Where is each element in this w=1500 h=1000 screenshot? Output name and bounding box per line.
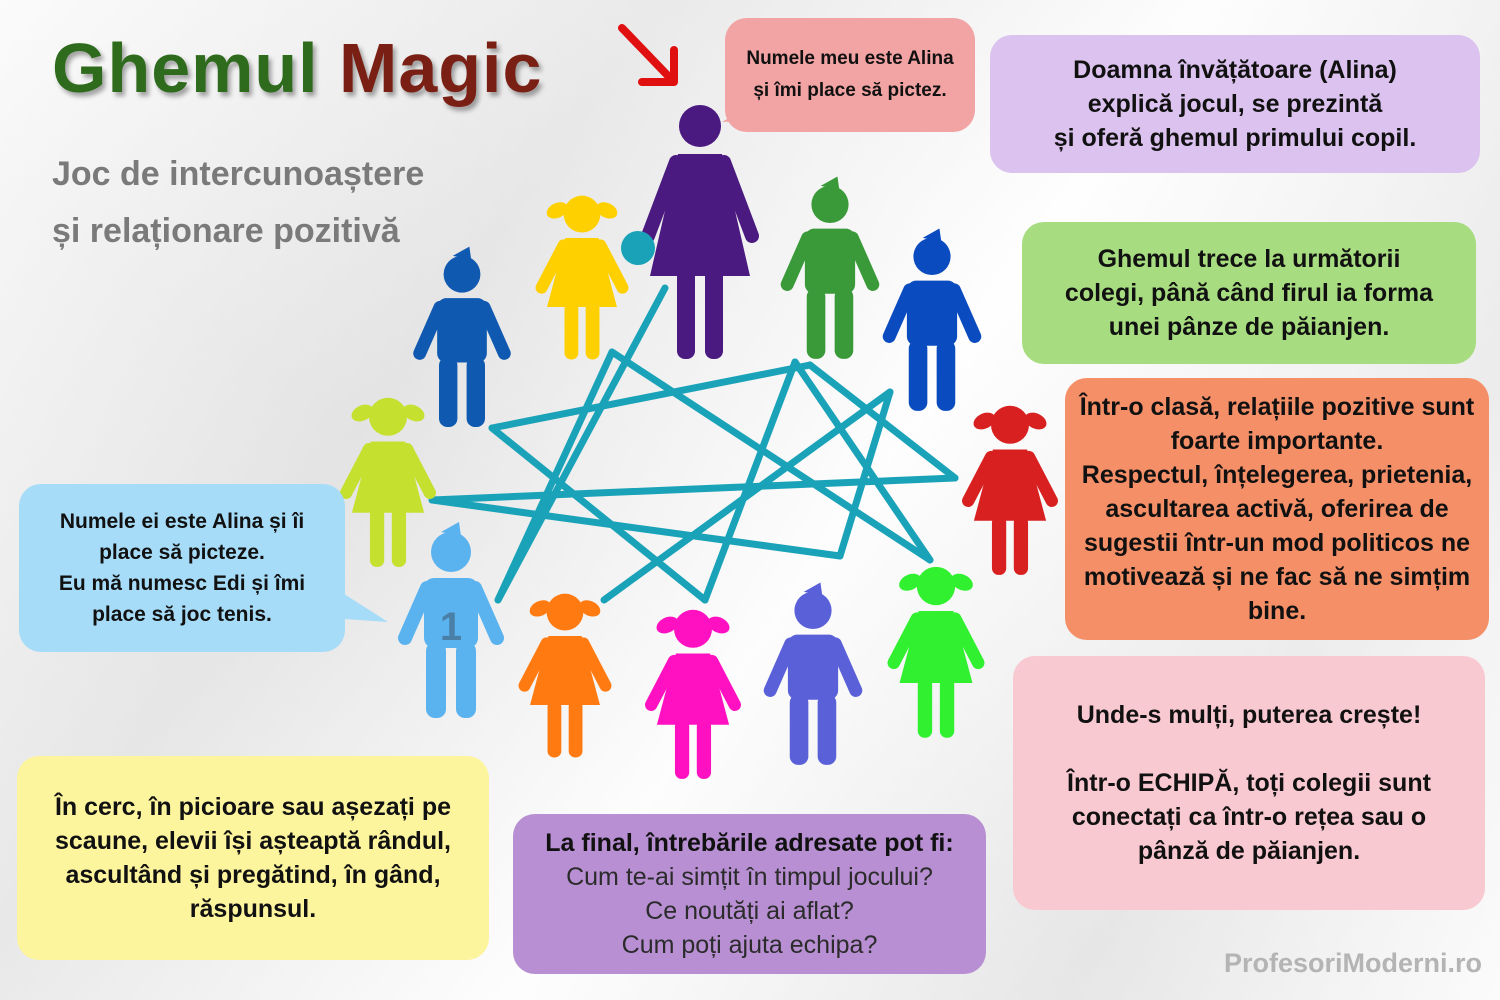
boy-blue-left-figure <box>413 246 511 427</box>
alina-bubble-line-1: Numele meu este Alina <box>746 48 954 69</box>
boy-indigo-figure <box>763 582 863 765</box>
circle-box-line-1: În cerc, în picioare sau așezați pe <box>54 793 451 821</box>
team-power-box: Unde-s mulți, puterea crește! Într-o ECH… <box>1013 656 1485 910</box>
teacher-figure <box>641 105 759 359</box>
yarn-thread-12 <box>600 388 894 604</box>
title-word-ghemul: Ghemul <box>52 29 319 107</box>
girl-yellow-figure <box>535 195 629 360</box>
child-number-label: 1 <box>440 605 462 649</box>
edi-bubble-line-3: Eu mă numesc Edi și îmi <box>58 572 306 595</box>
yarn-thread-3 <box>608 348 934 564</box>
girl-lime-figure <box>340 397 436 567</box>
teacher-box-line-3: și oferă ghemul primului copil. <box>1053 124 1417 152</box>
girl-green-figure <box>887 566 985 738</box>
red-arrow-icon <box>618 24 678 86</box>
teacher-box-line-2: explică jocul, se prezintă <box>1087 90 1383 118</box>
yarn-web <box>428 284 959 604</box>
circle-box-line-4: răspunsul. <box>189 895 317 923</box>
team-box-line-2: Într-o ECHIPĂ, toți colegii sunt <box>1067 769 1431 797</box>
final-question-2: Ce noutăți ai aflat? <box>645 897 854 925</box>
boy-blue-right-figure <box>882 228 982 411</box>
teacher-explains-box: Doamna învățătoare (Alina) explică jocul… <box>990 35 1480 173</box>
title-word-magic: Magic <box>339 29 543 107</box>
yarn-ball-icon <box>621 231 655 265</box>
final-question-1: Cum te-ai simțit în timpul jocului? <box>566 863 933 891</box>
class-box-line-6: motivează și ne fac să ne simțim <box>1083 563 1471 591</box>
yarn-passes-box: Ghemul trece la următorii colegi, până c… <box>1022 222 1476 364</box>
yarn-thread-7 <box>488 361 814 432</box>
yarn-thread-9 <box>428 474 959 504</box>
yarn-thread-11 <box>836 388 894 560</box>
class-box-line-2: foarte importante. <box>1170 427 1384 455</box>
pass-box-line-1: Ghemul trece la următorii <box>1097 245 1401 273</box>
pass-box-line-2: colegi, până când firul ia forma <box>1064 279 1434 307</box>
page-subtitle: Joc de intercunoaștere și relaționare po… <box>52 146 424 260</box>
subtitle-line-2: și relaționare pozitivă <box>52 212 400 250</box>
subtitle-line-1: Joc de intercunoaștere <box>52 155 425 193</box>
girl-orange-figure <box>518 593 612 758</box>
circle-box-line-2: scaune, elevii își așteaptă rândul, <box>54 827 451 855</box>
alina-bubble-line-2: și îmi place să pictez. <box>753 80 947 101</box>
final-box-heading: La final, întrebările adresate pot fi: <box>545 829 954 857</box>
yarn-thread-4 <box>791 358 934 564</box>
class-box-line-1: Într-o clasă, relațiile pozitive sunt <box>1079 393 1475 421</box>
teacher-box-line-1: Doamna învățătoare (Alina) <box>1073 56 1397 84</box>
edi-bubble-line-4: place să joc tenis. <box>92 603 272 626</box>
team-box-line-3: conectați ca într-o rețea sau o <box>1071 803 1427 831</box>
edi-bubble-line-2: place să picteze. <box>99 541 265 564</box>
yarn-thread-5 <box>701 358 799 604</box>
boy-green-figure <box>780 176 880 359</box>
circle-arrangement-box: În cerc, în picioare sau așezați pe scau… <box>17 756 489 960</box>
final-questions-box: La final, întrebările adresate pot fi: C… <box>513 814 986 974</box>
girl-magenta-figure <box>645 609 741 779</box>
class-box-line-5: sugestii într-un mod politicos ne <box>1083 529 1471 557</box>
team-box-line-4: pânză de păianjen. <box>1137 837 1361 865</box>
final-question-3: Cum poți ajuta echipa? <box>621 931 878 959</box>
team-box-line-1: Unde-s mulți, puterea crește! <box>1076 701 1422 729</box>
page-title: Ghemul Magic <box>52 28 542 108</box>
edi-speech-bubble: Numele ei este Alina și îi place să pict… <box>19 484 345 652</box>
boy-lightblue-figure <box>398 522 504 718</box>
class-box-line-3: Respectul, înțelegerea, prietenia, <box>1081 461 1473 489</box>
class-box-line-7: bine. <box>1247 597 1307 625</box>
edi-bubble-line-1: Numele ei este Alina și îi <box>59 510 305 533</box>
yarn-thread-6 <box>488 424 709 604</box>
class-relations-box: Într-o clasă, relațiile pozitive sunt fo… <box>1065 378 1489 640</box>
pass-box-line-3: unei pânze de păianjen. <box>1108 313 1390 341</box>
people-figures <box>340 105 1058 779</box>
circle-box-line-3: ascultând și pregătind, în gând, <box>65 861 441 889</box>
yarn-thread-10 <box>428 496 844 560</box>
yarn-thread-1 <box>494 284 669 604</box>
girl-red-figure <box>962 405 1058 575</box>
class-box-line-4: ascultarea activă, oferirea de <box>1105 495 1449 523</box>
alina-speech-bubble: Numele meu este Alina și îmi place să pi… <box>725 18 975 132</box>
site-watermark: ProfesoriModerni.ro <box>1223 948 1482 978</box>
